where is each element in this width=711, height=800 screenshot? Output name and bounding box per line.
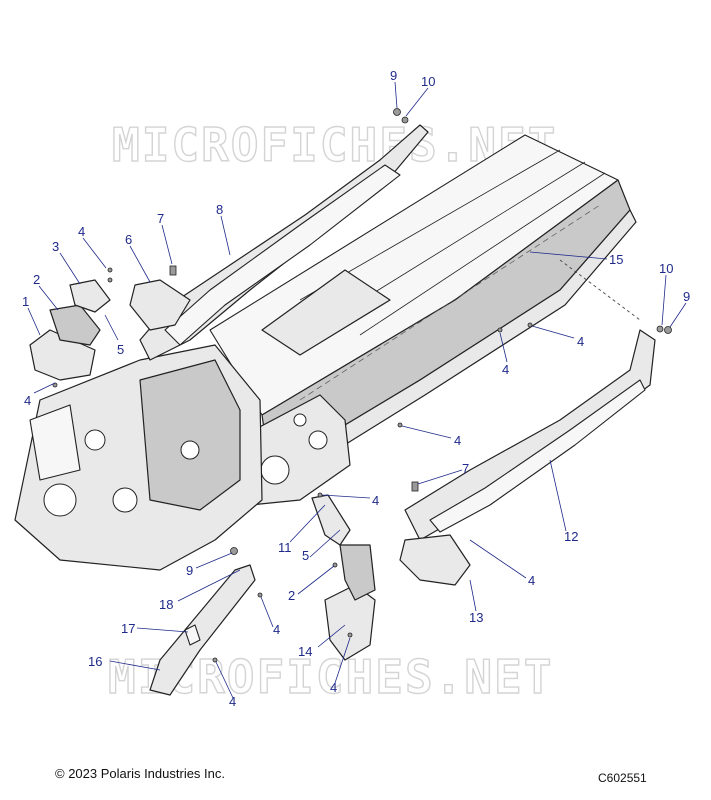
nut-9-top bbox=[393, 108, 401, 116]
copyright-text: © 2023 Polaris Industries Inc. bbox=[55, 766, 225, 781]
callout-10-top: 10 bbox=[421, 74, 435, 89]
callout-4-e: 4 bbox=[454, 433, 461, 448]
nut-9-right bbox=[664, 326, 672, 334]
washer-10-top bbox=[401, 116, 409, 124]
callout-11: 11 bbox=[278, 540, 292, 555]
leader-lines bbox=[27, 81, 687, 699]
bulkhead-inner bbox=[139, 359, 241, 511]
callout-9-bottom: 9 bbox=[186, 563, 193, 578]
front-bulkhead bbox=[14, 344, 263, 571]
washer-10-right bbox=[656, 325, 664, 333]
callout-4-d: 4 bbox=[502, 362, 509, 377]
callout-8: 8 bbox=[216, 202, 223, 217]
tunnel-assembly bbox=[209, 134, 637, 506]
left-brackets bbox=[29, 279, 111, 381]
callout-5-top: 5 bbox=[117, 342, 124, 357]
callout-9-right: 9 bbox=[683, 289, 690, 304]
callout-17: 17 bbox=[121, 621, 135, 636]
callout-4-h: 4 bbox=[273, 622, 280, 637]
callout-9-top: 9 bbox=[390, 68, 397, 83]
callout-7-top: 7 bbox=[157, 211, 164, 226]
clip-17 bbox=[184, 624, 201, 646]
callout-5-bottom: 5 bbox=[302, 548, 309, 563]
steering-post bbox=[29, 404, 81, 481]
lower-parts bbox=[149, 494, 376, 696]
bracket-11 bbox=[311, 494, 351, 546]
callout-4-b: 4 bbox=[24, 393, 31, 408]
plate-upper-14 bbox=[339, 544, 376, 601]
bracket-3 bbox=[69, 279, 111, 313]
right-toe-hold bbox=[399, 534, 471, 586]
callout-14: 14 bbox=[298, 644, 312, 659]
bolt-7-right bbox=[411, 481, 419, 492]
callout-2-top: 2 bbox=[33, 272, 40, 287]
callout-4-j: 4 bbox=[229, 694, 236, 709]
callout-2-bottom: 2 bbox=[288, 588, 295, 603]
callout-labels: 9 10 8 7 6 4 3 2 1 5 4 15 10 9 4 4 4 7 4… bbox=[22, 68, 690, 709]
nut-9-bottom bbox=[230, 547, 238, 555]
bracket-1 bbox=[29, 329, 96, 381]
bracket-2 bbox=[49, 304, 101, 346]
right-footrest-upper bbox=[399, 329, 656, 586]
left-footrest-upper bbox=[129, 124, 429, 361]
alignment-line bbox=[559, 259, 641, 321]
callout-6: 6 bbox=[125, 232, 132, 247]
callout-7-right: 7 bbox=[462, 461, 469, 476]
callout-4-c: 4 bbox=[577, 334, 584, 349]
callout-16: 16 bbox=[88, 654, 102, 669]
callout-4-i: 4 bbox=[330, 680, 337, 695]
callout-12: 12 bbox=[564, 529, 578, 544]
callout-4-f: 4 bbox=[372, 493, 379, 508]
callout-13: 13 bbox=[469, 610, 483, 625]
callout-15: 15 bbox=[609, 252, 623, 267]
callout-3: 3 bbox=[52, 239, 59, 254]
diagram-code: C602551 bbox=[598, 771, 647, 785]
heat-exchanger-panel bbox=[261, 269, 391, 356]
callout-1: 1 bbox=[22, 294, 29, 309]
callout-4-a: 4 bbox=[78, 224, 85, 239]
left-toe-hold bbox=[129, 279, 191, 331]
plate-14 bbox=[324, 584, 376, 661]
bolt-7-top bbox=[169, 265, 177, 276]
callout-4-g: 4 bbox=[528, 573, 535, 588]
lower-rail-16 bbox=[149, 564, 256, 696]
callout-10-right: 10 bbox=[659, 261, 673, 276]
callout-18: 18 bbox=[159, 597, 173, 612]
